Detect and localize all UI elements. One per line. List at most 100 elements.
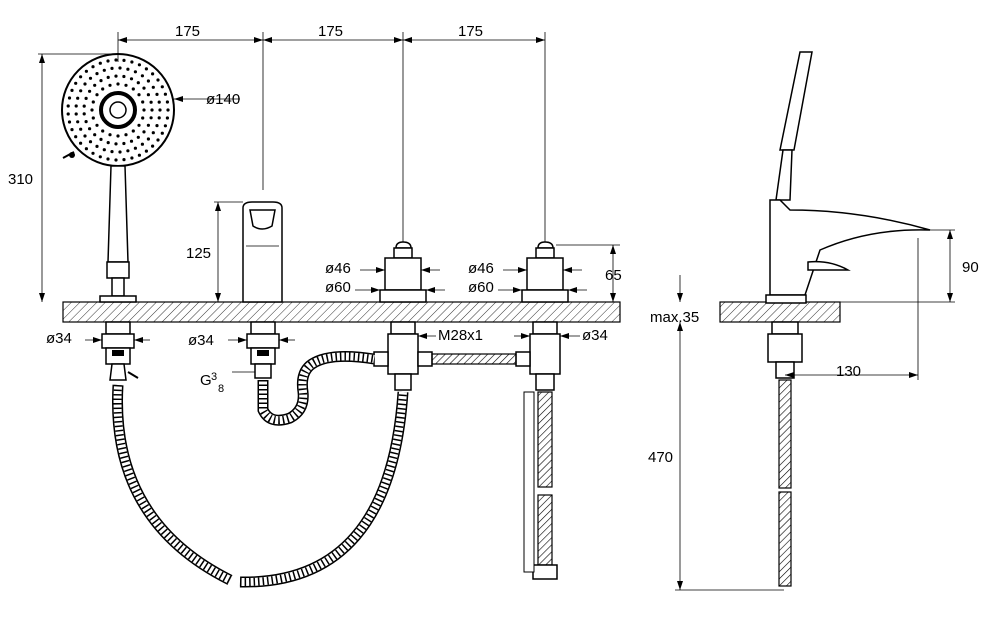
nozzle-dot: [91, 151, 95, 155]
nozzle-dot: [91, 65, 95, 69]
nozzle-dot: [106, 75, 110, 79]
nozzle-dot: [74, 81, 78, 85]
nozzle-dot: [133, 70, 137, 74]
nozzle-dot: [74, 112, 78, 116]
nozzle-dot: [114, 74, 118, 78]
nozzle-dot: [163, 124, 167, 128]
nozzle-dot: [149, 100, 153, 104]
nozzle-dot: [106, 59, 110, 63]
nozzle-dot: [79, 75, 83, 79]
nozzle-dot: [66, 112, 70, 116]
nozzle-dot: [82, 104, 86, 108]
nozzle-dot: [79, 127, 83, 131]
nozzle-dot: [160, 85, 164, 89]
nozzle-dot: [163, 92, 167, 96]
nozzle-dot: [116, 82, 120, 86]
nozzle-dot: [137, 153, 141, 157]
nozzle-dot: [144, 67, 148, 71]
nozzle-dot: [88, 127, 92, 131]
spacing-label-1: 175: [175, 23, 200, 40]
shank-diameter-label-1: ø34: [46, 330, 72, 347]
shower-nozzle-pattern: [66, 58, 170, 162]
shower-height-dimension: 310: [8, 53, 112, 302]
nozzle-dot: [101, 129, 105, 133]
nozzle-dot: [142, 86, 146, 90]
deck-thickness-label: max.35: [650, 309, 699, 326]
nozzle-dot: [126, 149, 130, 153]
nozzle-dot: [83, 134, 87, 138]
nozzle-dot: [129, 139, 134, 143]
nozzle-dot: [165, 100, 169, 104]
nozzle-dot: [76, 120, 80, 124]
nozzle-dot: [67, 96, 72, 100]
nozzle-dot: [158, 108, 162, 112]
nozzle-dot: [110, 66, 114, 70]
nozzle-dot: [84, 69, 88, 73]
valve-2: ø46 ø60 65: [468, 241, 622, 303]
nozzle-dot: [88, 89, 92, 93]
nozzle-dot: [82, 112, 86, 116]
nozzle-dot: [137, 93, 141, 97]
valve2-base-label: ø60: [468, 279, 494, 296]
nozzle-dot: [95, 123, 99, 127]
nozzle-dot: [151, 144, 155, 148]
side-height-label: 90: [962, 259, 979, 276]
nozzle-dot: [95, 93, 99, 97]
nozzle-dot: [141, 116, 145, 120]
nozzle-dot: [108, 133, 112, 137]
nozzle-dot: [79, 141, 83, 145]
nozzle-dot: [126, 67, 130, 71]
nozzle-dot: [118, 66, 122, 70]
deck-section: [62, 301, 621, 323]
nozzle-dot: [91, 100, 95, 104]
nozzle-dot: [99, 79, 103, 83]
connection-denominator: 8: [218, 383, 224, 395]
nozzle-dot: [79, 89, 83, 93]
nozzle-dot: [146, 123, 150, 127]
hoses: [112, 350, 558, 588]
nozzle-dot: [84, 96, 88, 100]
nozzle-dot: [140, 142, 144, 146]
shower-diameter-label: ø140: [206, 91, 240, 108]
nozzle-dot: [90, 108, 94, 112]
nozzle-dot: [151, 72, 155, 76]
nozzle-dot: [150, 108, 154, 112]
nozzle-dot: [110, 150, 114, 154]
valve1-base-label: ø60: [325, 279, 351, 296]
nozzle-dot: [144, 149, 148, 153]
nozzle-dot: [151, 131, 155, 135]
nozzle-dot: [137, 123, 141, 127]
nozzle-dot: [156, 138, 160, 142]
nozzle-dot: [124, 133, 128, 137]
nozzle-dot: [114, 142, 118, 146]
spacing-label-3: 175: [458, 23, 483, 40]
nozzle-dot: [98, 61, 102, 65]
nozzle-dot: [160, 131, 164, 135]
nozzle-dot: [136, 135, 140, 139]
nozzle-dot: [136, 81, 140, 85]
nozzle-dot: [99, 137, 103, 141]
nozzle-dot: [124, 83, 128, 87]
thread-size-label: M28x1: [438, 327, 483, 344]
nozzle-dot: [141, 100, 145, 104]
nozzle-dot: [95, 72, 99, 76]
nozzle-dot: [67, 120, 72, 124]
spout-front: 125: [186, 201, 283, 303]
nozzle-dot: [93, 83, 97, 87]
nozzle-dot: [84, 120, 88, 124]
nozzle-dot: [137, 63, 141, 67]
nozzle-dot: [140, 74, 144, 78]
nozzle-dot: [157, 100, 161, 104]
nozzle-dot: [66, 104, 70, 108]
nozzle-dot: [116, 134, 120, 138]
valve1-body-label: ø46: [325, 260, 351, 277]
nozzle-dot: [91, 116, 95, 120]
nozzle-dot: [133, 146, 137, 150]
nozzle-dot: [157, 116, 161, 120]
shank-diameter-label-3: ø34: [582, 327, 608, 344]
nozzle-dot: [146, 93, 150, 97]
nozzle-dot: [165, 116, 169, 120]
hand-shower: ø140: [61, 53, 240, 303]
nozzle-dot: [156, 78, 160, 82]
